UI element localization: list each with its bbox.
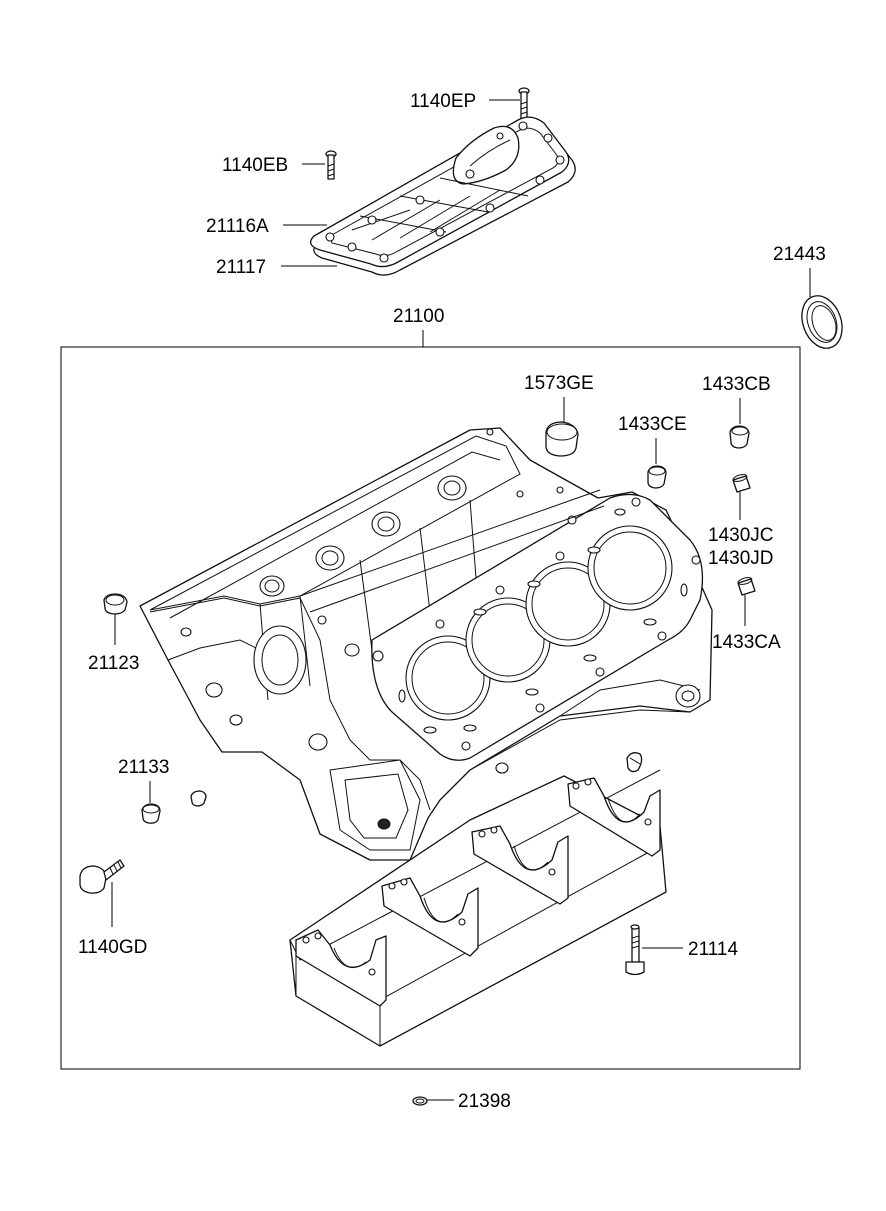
bolt-1140EP[interactable]: [518, 87, 530, 121]
plug-21123[interactable]: [103, 593, 128, 615]
label-21443[interactable]: 21443: [773, 244, 826, 265]
label-21117[interactable]: 21117: [216, 257, 266, 278]
pin-1433CE[interactable]: [647, 465, 667, 489]
label-1140EP[interactable]: 1140EP: [410, 91, 476, 112]
label-1433CA[interactable]: 1433CA: [712, 632, 781, 653]
bolt-1140EB[interactable]: [325, 150, 337, 180]
plug-1573GE[interactable]: [545, 421, 579, 457]
label-1140EB[interactable]: 1140EB: [222, 155, 288, 176]
dowel-1433CA[interactable]: [737, 576, 756, 596]
main-bearing-cap-ladder[interactable]: [289, 769, 667, 1047]
o-ring-21398[interactable]: [412, 1096, 428, 1106]
small-pin: [626, 752, 643, 773]
dowel-1430JC[interactable]: [732, 473, 751, 493]
label-1140GD[interactable]: 1140GD: [78, 937, 147, 958]
pin-1433CB[interactable]: [729, 425, 750, 449]
label-21123[interactable]: 21123: [88, 653, 139, 674]
label-1433CE[interactable]: 1433CE: [618, 414, 687, 435]
label-1430JC[interactable]: 1430JC: [708, 525, 774, 546]
label-21100[interactable]: 21100: [393, 306, 444, 327]
bolt-21114[interactable]: [625, 924, 645, 976]
oil-seal-21443[interactable]: [795, 290, 849, 354]
cover-plate-21116A[interactable]: [309, 116, 576, 276]
label-21116A[interactable]: 21116A: [206, 216, 269, 237]
label-1430JD[interactable]: 1430JD: [708, 548, 774, 569]
bolt-1140GD[interactable]: [79, 859, 125, 894]
label-21133[interactable]: 21133: [118, 757, 169, 778]
label-1433CB[interactable]: 1433CB: [702, 374, 771, 395]
cylinder-block-21100[interactable]: [139, 427, 713, 861]
label-21114[interactable]: 21114: [688, 939, 738, 960]
label-21398[interactable]: 21398: [458, 1091, 511, 1112]
leader-lines: [111, 99, 811, 1101]
assembly-frame: [60, 346, 801, 1070]
label-1573GE[interactable]: 1573GE: [524, 373, 594, 394]
plug-21133[interactable]: [141, 790, 207, 824]
